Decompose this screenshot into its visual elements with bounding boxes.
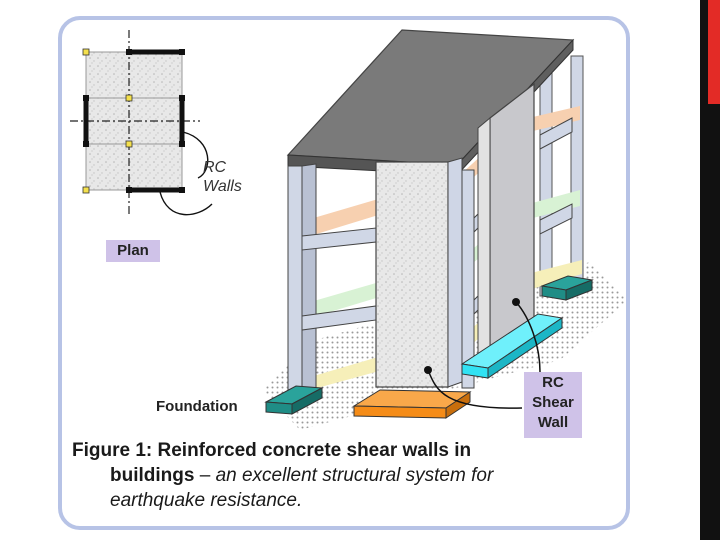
floor-lower <box>300 260 582 390</box>
footing-center-side <box>445 391 471 419</box>
plan-column <box>179 187 185 193</box>
right-edge-accent <box>708 0 720 104</box>
plan-column <box>83 141 89 147</box>
front-shear-wall <box>375 161 449 388</box>
caption-line3: earthquake resistance. <box>110 490 303 511</box>
plan-column <box>82 48 90 56</box>
footing-left-side <box>291 387 323 415</box>
side-shear-wall-face <box>477 116 491 364</box>
rc-walls-label-line2: Walls <box>203 178 242 195</box>
front-left-column-side <box>301 163 317 395</box>
plan-column <box>179 141 185 147</box>
caption-bold: buildings <box>110 465 195 486</box>
rc-walls-label-line1: RC <box>203 159 227 176</box>
rc-walls-pointer-top <box>182 131 209 179</box>
back-column <box>570 55 584 283</box>
caption-italic: an excellent structural system for <box>215 465 494 486</box>
footing-left-front <box>265 401 293 415</box>
plan-column <box>179 95 185 101</box>
side-beam <box>539 117 573 150</box>
front-shear-wall-edge <box>447 157 463 388</box>
figure-caption: Figure 1: Reinforced concrete shear wall… <box>72 438 612 513</box>
shear-wall-pointer <box>515 301 541 373</box>
plan-column <box>126 49 132 55</box>
rc-walls-label: RC Walls <box>203 158 242 196</box>
caption-title: Figure 1: Reinforced concrete shear wall… <box>72 440 472 461</box>
rc-shear-wall-label: RC Shear Wall <box>524 372 582 438</box>
footing-shear-side <box>487 317 563 379</box>
foundation-label: Foundation <box>156 398 238 415</box>
back-frame <box>539 55 584 297</box>
shear-wall-pointer <box>427 369 523 409</box>
back-column <box>539 69 553 297</box>
plan-column <box>83 95 89 101</box>
side-beam <box>539 203 573 235</box>
plan-view <box>70 30 213 216</box>
plan-column <box>82 186 90 194</box>
caption-dash: – <box>194 465 216 486</box>
right-edge-bar <box>700 0 720 540</box>
plan-label: Plan <box>106 240 160 262</box>
front-left-column <box>287 165 303 395</box>
plan-column <box>179 49 185 55</box>
right-column <box>461 169 475 389</box>
shear-wall-label-line2: Shear <box>532 394 574 411</box>
shear-wall-label-line3: Wall <box>537 414 569 431</box>
footing-right-side <box>565 279 593 301</box>
plan-column <box>125 140 133 148</box>
side-shear-wall <box>489 82 535 354</box>
plan-column <box>126 187 132 193</box>
caption-line2: buildings – an excellent structural syst… <box>72 463 612 488</box>
plan-column <box>125 94 133 102</box>
footing-center-front <box>353 405 447 419</box>
shear-wall-label-line1: RC <box>542 374 564 391</box>
rc-walls-pointer-bottom <box>159 191 213 216</box>
